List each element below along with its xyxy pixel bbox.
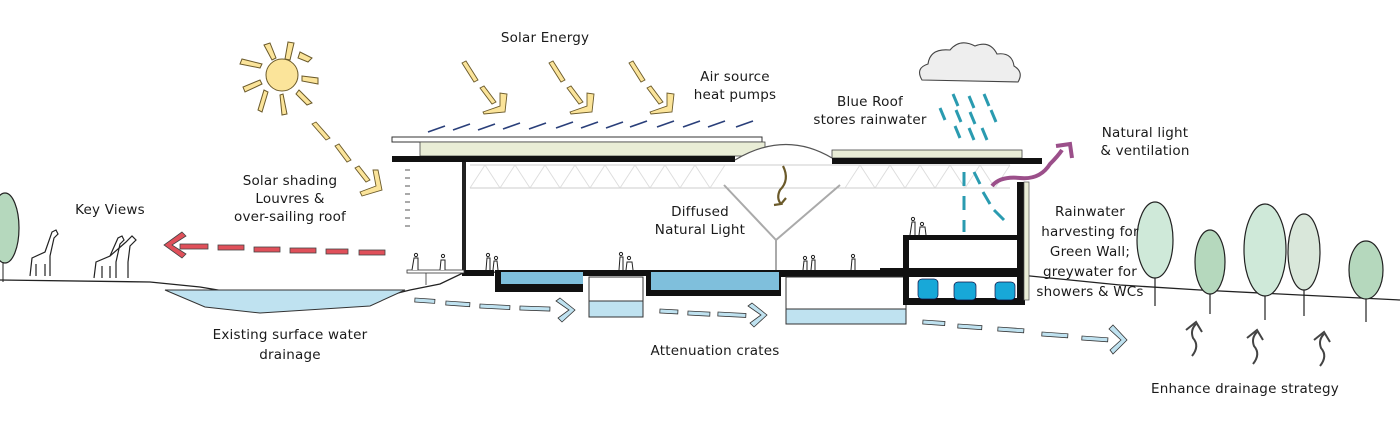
solar-energy-arrows	[461, 60, 675, 115]
upward-drainage-arrows	[1185, 320, 1331, 367]
rain-icon	[938, 93, 1006, 232]
ventilation-arrow	[990, 148, 1064, 188]
service-block	[880, 181, 1030, 305]
label-attenuation-crates: Attenuation crates	[650, 343, 780, 359]
tree-left	[0, 192, 20, 282]
ground-line	[0, 271, 1400, 304]
cloud-icon	[919, 42, 1021, 83]
label-key-views: Key Views	[75, 202, 145, 218]
label-blue-roof: Blue Roof stores rainwater	[813, 94, 927, 128]
label-existing-surface-water-drainage: Existing surface water drainage	[212, 327, 368, 363]
existing-pond	[164, 289, 406, 314]
key-views-arrow	[163, 231, 386, 259]
solar-panels	[427, 120, 754, 133]
label-natural-light-ventilation: Natural light & ventilation	[1100, 125, 1190, 159]
label-rainwater-harvesting: Rainwater harvesting for Green Wall; gre…	[1036, 204, 1144, 300]
sun-icon	[239, 41, 319, 116]
diffused-light-arrow	[773, 165, 787, 207]
trees-right	[1136, 201, 1384, 322]
label-air-source-heat-pumps: Air source heat pumps	[693, 69, 777, 103]
label-solar-shading: Solar shading Louvres & over-sailing roo…	[233, 173, 346, 225]
label-diffused-natural-light: Diffused Natural Light	[654, 204, 746, 238]
solar-shading-arrow	[311, 121, 383, 197]
people-icons	[411, 216, 927, 271]
giraffe-icon	[93, 235, 137, 279]
giraffe-icon	[29, 229, 59, 277]
label-enhance-drainage-strategy: Enhance drainage strategy	[1151, 381, 1339, 397]
label-solar-energy: Solar Energy	[500, 30, 590, 46]
drainage-arrows	[414, 297, 1128, 355]
roof	[391, 136, 1042, 272]
